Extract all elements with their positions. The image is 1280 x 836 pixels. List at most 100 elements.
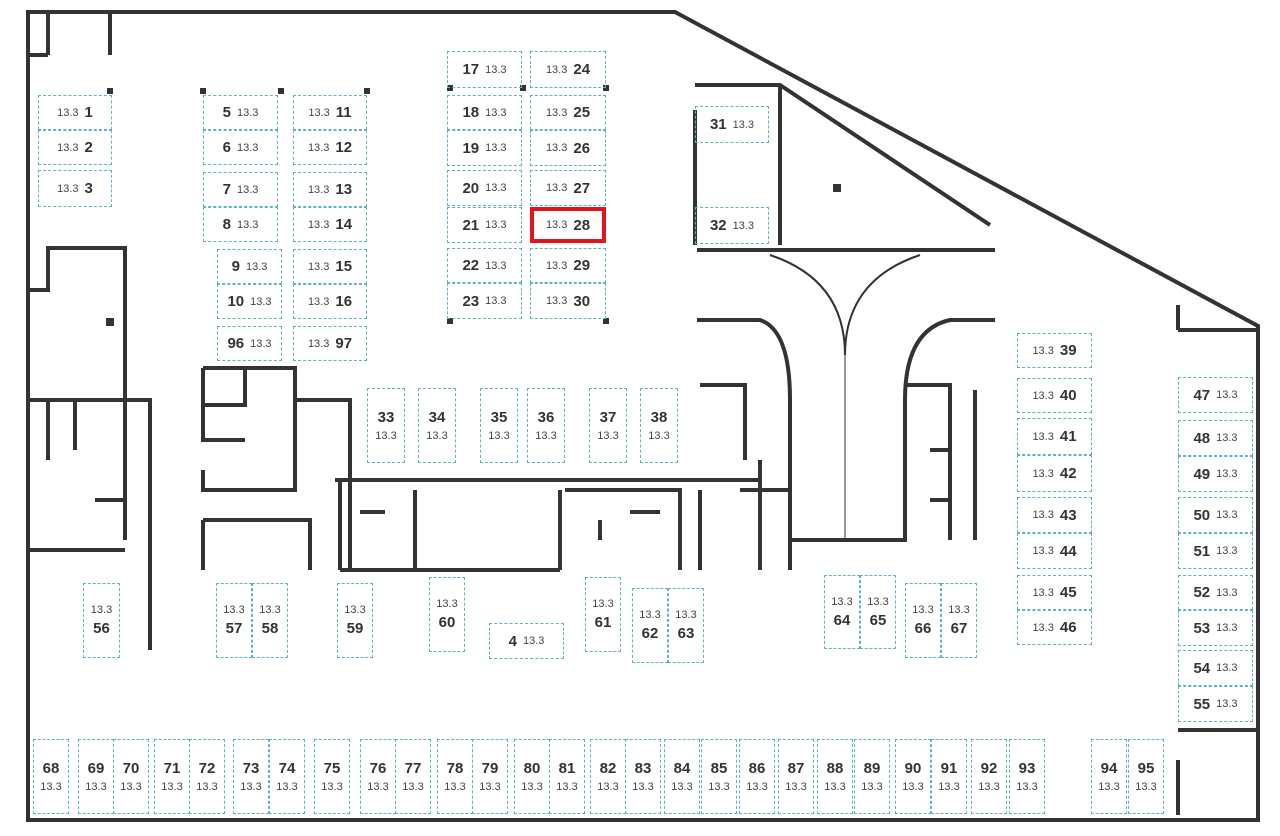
spot-number: 65 bbox=[869, 611, 887, 629]
spot-area: 13.3 bbox=[632, 781, 654, 793]
spot-area: 13.3 bbox=[938, 781, 960, 793]
